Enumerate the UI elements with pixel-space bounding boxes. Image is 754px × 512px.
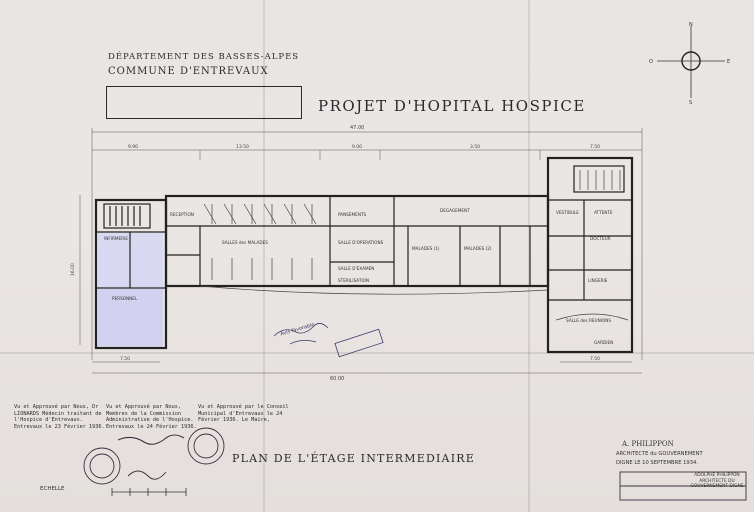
dim-seg3: 9.00 bbox=[352, 144, 362, 150]
compass-rose: N E O S bbox=[649, 22, 730, 104]
approval-commission: Vu et Approuvé par Nous, Membres de la C… bbox=[106, 404, 197, 430]
room-salles-malades: SALLES des MALADES bbox=[222, 240, 268, 245]
stamp-seal bbox=[83, 447, 121, 485]
room-sterilisation: STERILISATION bbox=[338, 278, 369, 283]
room-attente: ATTENTE bbox=[594, 210, 613, 215]
room-malades-2: MALADES (2) bbox=[464, 246, 492, 251]
dim-left-height: 16.00 bbox=[70, 263, 76, 276]
approval-conseil: Vu et Approuvé par le Conseil Municipal … bbox=[198, 404, 289, 423]
room-vestibule: VESTIBULE bbox=[556, 210, 579, 215]
room-malades-1: MALADES (1) bbox=[412, 246, 440, 251]
compass-south-label: S bbox=[689, 100, 692, 104]
compass-east-label: E bbox=[727, 59, 730, 65]
personnel-highlight bbox=[97, 289, 163, 346]
fold-line bbox=[263, 0, 265, 512]
room-gardien: GARDIEN bbox=[594, 340, 613, 345]
dim-seg5: 7.50 bbox=[590, 144, 600, 150]
dim-seg1: 9.90 bbox=[128, 144, 138, 150]
architect-stamp: ADOLPHE PHILIPPON ARCHITECTE DU GOUVERNE… bbox=[690, 473, 744, 490]
department-label: DÉPARTEMENT DES BASSES-ALPES bbox=[108, 52, 300, 62]
title-cartouche-box bbox=[106, 86, 302, 119]
architect-name: A. PHILIPPON bbox=[622, 440, 674, 448]
room-lingerie: LINGERIE bbox=[588, 278, 608, 283]
room-infirmerie: INFIRMERIE bbox=[104, 236, 128, 241]
dim-overall: 47.00 bbox=[350, 125, 364, 131]
echelle-label: ECHELLE bbox=[40, 486, 65, 492]
room-personnel: PERSONNEL bbox=[112, 296, 138, 301]
dim-bottom-left: 7.50 bbox=[120, 356, 130, 362]
commune-label: COMMUNE D'ENTREVAUX bbox=[108, 66, 269, 77]
dim-seg2: 13.50 bbox=[236, 144, 249, 150]
fold-line bbox=[528, 0, 530, 512]
room-salle-examen: SALLE D'EXAMEN bbox=[338, 266, 374, 271]
project-title: PROJET D'HOPITAL HOSPICE bbox=[318, 97, 586, 115]
dim-bottom-right: 7.50 bbox=[590, 356, 600, 362]
architect-date: DIGNE LE 10 SEPTEMBRE 1934. bbox=[616, 460, 698, 466]
handwritten-note bbox=[273, 323, 384, 358]
compass-west-label: O bbox=[649, 59, 653, 65]
architect-title: ARCHITECTE du GOUVERNEMENT bbox=[616, 451, 703, 457]
dim-seg4: 3.50 bbox=[470, 144, 480, 150]
compass-north-label: N bbox=[689, 22, 693, 28]
room-salle-reunions: SALLE des REUNIONS bbox=[566, 318, 611, 323]
plan-title: PLAN DE L'ÉTAGE INTERMEDIAIRE bbox=[232, 452, 475, 465]
room-docteur: DOCTEUR bbox=[590, 236, 611, 241]
room-salle-operations: SALLE D'OPERATIONS bbox=[338, 240, 384, 245]
dim-bottom-overall: 60.00 bbox=[330, 376, 344, 382]
room-pansements: PANSEMENTS bbox=[338, 212, 367, 217]
fold-line bbox=[0, 352, 754, 354]
room-reception: RECEPTION bbox=[170, 212, 194, 217]
approval-medecin: Vu et Approuvé par Nous, Dr LIONARDS Méd… bbox=[14, 404, 105, 430]
room-degagement: DEGAGEMENT bbox=[440, 208, 470, 213]
